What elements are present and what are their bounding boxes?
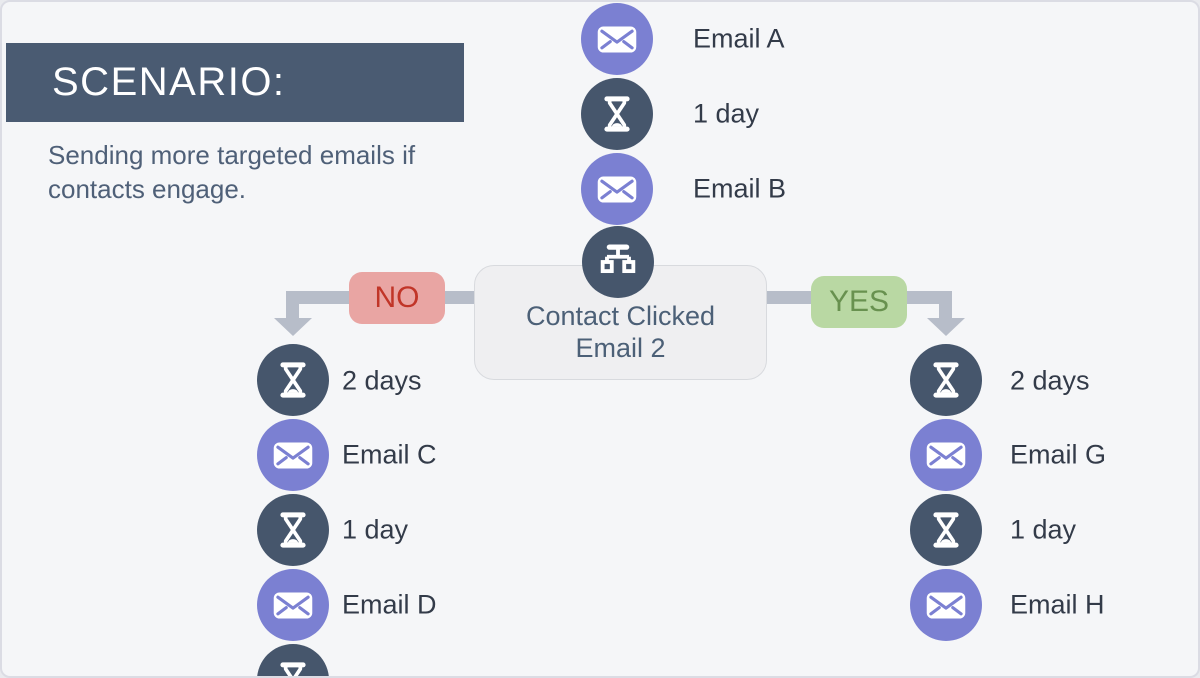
node-label: Email D [342, 589, 437, 620]
email-icon [268, 580, 318, 630]
hourglass-icon [924, 508, 968, 552]
flow-node-email-b [581, 153, 653, 225]
scenario-header: SCENARIO: [6, 43, 464, 122]
branch-icon [595, 239, 641, 285]
flow-node-email-g [910, 419, 982, 491]
email-icon [592, 164, 642, 214]
flow-node-delay-1day-no [257, 494, 329, 566]
hourglass-icon [271, 358, 315, 402]
node-label: Email A [693, 23, 785, 54]
no-badge: NO [349, 272, 445, 324]
email-icon [268, 430, 318, 480]
email-icon [921, 430, 971, 480]
flow-node-branch [582, 226, 654, 298]
email-icon [921, 580, 971, 630]
email-icon [592, 14, 642, 64]
hourglass-icon [271, 658, 315, 678]
node-label: Email H [1010, 589, 1105, 620]
flow-node-delay-1day-yes [910, 494, 982, 566]
hourglass-icon [924, 358, 968, 402]
node-label: 2 days [1010, 365, 1090, 396]
connector-left-vertical [286, 291, 299, 320]
flow-node-delay-partial [257, 644, 329, 678]
node-label: 1 day [342, 514, 409, 545]
node-label: Email G [1010, 439, 1107, 470]
yes-badge: YES [811, 276, 907, 328]
flow-node-email-a [581, 3, 653, 75]
decision-line1: Contact Clicked [525, 301, 716, 331]
flow-node-email-d [257, 569, 329, 641]
node-label: Email C [342, 439, 437, 470]
flow-node-delay-2days-yes [910, 344, 982, 416]
flow-node-email-c [257, 419, 329, 491]
connector-right-vertical [939, 291, 952, 320]
node-label: 2 days [342, 365, 422, 396]
flow-node-delay-2days-no [257, 344, 329, 416]
arrow-down-icon [927, 318, 965, 336]
arrow-down-icon [274, 318, 312, 336]
hourglass-icon [595, 92, 639, 136]
hourglass-icon [271, 508, 315, 552]
node-label: 1 day [693, 98, 760, 129]
node-label: 1 day [1010, 514, 1077, 545]
decision-line2: Email 2 [575, 333, 666, 363]
scenario-title: SCENARIO: [52, 60, 286, 104]
node-label: Email B [693, 173, 787, 204]
scenario-subtitle: Sending more targeted emails if contacts… [48, 140, 416, 204]
flow-node-email-h [910, 569, 982, 641]
flow-node-delay-1day [581, 78, 653, 150]
